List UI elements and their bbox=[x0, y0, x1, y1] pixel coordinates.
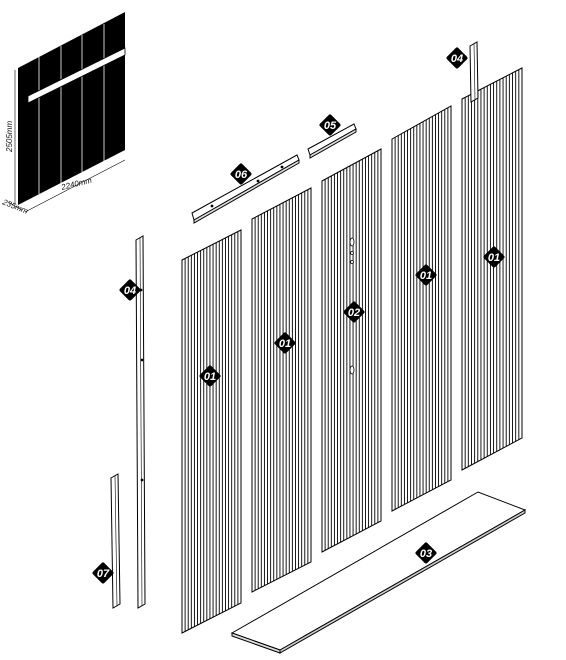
fixing-hole-icon bbox=[349, 237, 355, 247]
panel-02 bbox=[321, 148, 382, 553]
batten bbox=[110, 473, 121, 609]
panel-outline bbox=[461, 67, 523, 471]
fixing-hole-icon bbox=[350, 260, 354, 264]
svg-text:07: 07 bbox=[97, 568, 110, 580]
panel-outline bbox=[321, 148, 382, 553]
badge-post-right: 04 bbox=[446, 47, 468, 69]
badge-panel-a: 01 bbox=[199, 365, 221, 387]
width-dim-line bbox=[24, 159, 126, 213]
svg-text:03: 03 bbox=[420, 548, 432, 560]
panel-01-a bbox=[181, 229, 242, 634]
thumbnail-wall bbox=[18, 12, 125, 205]
panel-outline bbox=[181, 229, 242, 634]
svg-text:06: 06 bbox=[235, 169, 248, 181]
shelf bbox=[230, 491, 527, 654]
panel-01-b bbox=[251, 187, 312, 593]
badge-rail-short: 05 bbox=[319, 114, 341, 136]
part-badges: 01 01 02 01 01 03 04 04 bbox=[92, 47, 505, 584]
svg-text:02: 02 bbox=[348, 307, 360, 319]
badge-panel-d: 01 bbox=[415, 264, 437, 286]
fixing-hole-icon bbox=[349, 365, 355, 375]
rail-short bbox=[307, 123, 357, 159]
post-left bbox=[135, 235, 146, 609]
svg-text:01: 01 bbox=[488, 252, 500, 264]
badge-rail-long: 06 bbox=[230, 163, 252, 185]
svg-text:04: 04 bbox=[451, 53, 463, 65]
depth-dim-line bbox=[7, 201, 23, 211]
fixing-hole-icon bbox=[350, 251, 354, 255]
badge-panel-b: 01 bbox=[274, 332, 296, 354]
badge-panel-c: 02 bbox=[343, 301, 365, 323]
height-dimension: 2505mm bbox=[5, 121, 14, 153]
panel-outline bbox=[251, 187, 312, 593]
panel-01-e bbox=[461, 67, 523, 471]
svg-text:01: 01 bbox=[420, 270, 432, 282]
panel-02-fixings bbox=[349, 237, 355, 375]
svg-text:05: 05 bbox=[324, 120, 337, 132]
panel-01-d bbox=[391, 105, 452, 512]
thumbnail-panel-seams bbox=[38, 24, 105, 194]
svg-text:04: 04 bbox=[124, 285, 136, 297]
panel-outline bbox=[391, 105, 452, 512]
assembled-thumbnail: 2505mm 2240mm 235mm bbox=[0, 12, 126, 216]
badge-panel-e: 01 bbox=[483, 246, 505, 268]
rail-long bbox=[191, 154, 300, 224]
thumbnail-shelf bbox=[27, 47, 126, 104]
badge-shelf: 03 bbox=[415, 542, 437, 564]
post-right bbox=[469, 41, 479, 103]
badge-post-left: 04 bbox=[119, 279, 141, 301]
svg-text:01: 01 bbox=[204, 371, 216, 383]
badge-batten: 07 bbox=[92, 562, 114, 584]
slatted-panels bbox=[181, 67, 523, 634]
svg-text:01: 01 bbox=[279, 338, 291, 350]
